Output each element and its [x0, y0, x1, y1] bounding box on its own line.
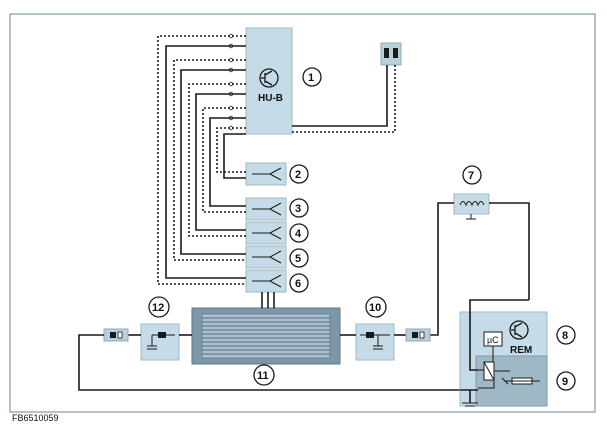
component-11-grid [191, 292, 341, 365]
svg-text:12: 12 [152, 302, 164, 314]
callout-9: 9 [556, 371, 576, 391]
callout-10: 10 [365, 296, 387, 318]
component-10-filter [355, 323, 395, 361]
left-inline-connector [103, 328, 129, 342]
svg-text:4: 4 [295, 228, 302, 240]
svg-text:9: 9 [562, 376, 568, 388]
head-unit-pins [228, 33, 234, 131]
component-6 [245, 269, 287, 293]
svg-text:7: 7 [468, 170, 474, 182]
component-4 [245, 221, 287, 245]
wire-rem-feed [469, 299, 529, 371]
svg-text:5: 5 [295, 253, 301, 265]
callout-11: 11 [253, 364, 275, 386]
callout-8: 8 [556, 325, 576, 345]
component-12-filter [140, 323, 180, 361]
rem-label: REM [510, 345, 532, 356]
antenna-connector [292, 42, 402, 133]
component-5 [245, 245, 287, 269]
component-2 [245, 162, 287, 186]
wire-ground-loop [78, 334, 460, 391]
component-3 [245, 197, 287, 221]
svg-text:3: 3 [295, 203, 301, 215]
svg-text:10: 10 [369, 302, 381, 314]
ground-symbol [462, 390, 478, 407]
callout-3: 3 [289, 198, 309, 218]
callout-5: 5 [289, 248, 309, 268]
rem-module: µC [459, 311, 548, 407]
wire-7-to-10 [430, 202, 454, 336]
wire-7-to-rem [489, 202, 530, 300]
callout-6: 6 [289, 273, 309, 293]
head-unit-hu-b [245, 27, 293, 135]
svg-text:6: 6 [295, 278, 301, 290]
micro-label: µC [487, 335, 499, 345]
callout-2: 2 [289, 164, 309, 184]
svg-text:8: 8 [562, 330, 568, 342]
svg-text:11: 11 [257, 370, 269, 382]
component-7-coil [453, 193, 490, 220]
svg-text:2: 2 [295, 169, 301, 181]
harness-wires [157, 35, 246, 285]
transistor-icon [259, 68, 279, 88]
reference-code: FB6510059 [12, 413, 59, 423]
callout-4: 4 [289, 223, 309, 243]
head-unit-label: HU-B [258, 93, 283, 104]
callout-1: 1 [302, 67, 322, 87]
right-inline-connector [405, 328, 431, 342]
svg-text:1: 1 [308, 72, 314, 84]
callout-12: 12 [148, 296, 170, 318]
diagram-frame [9, 13, 596, 413]
callout-7: 7 [462, 165, 482, 185]
